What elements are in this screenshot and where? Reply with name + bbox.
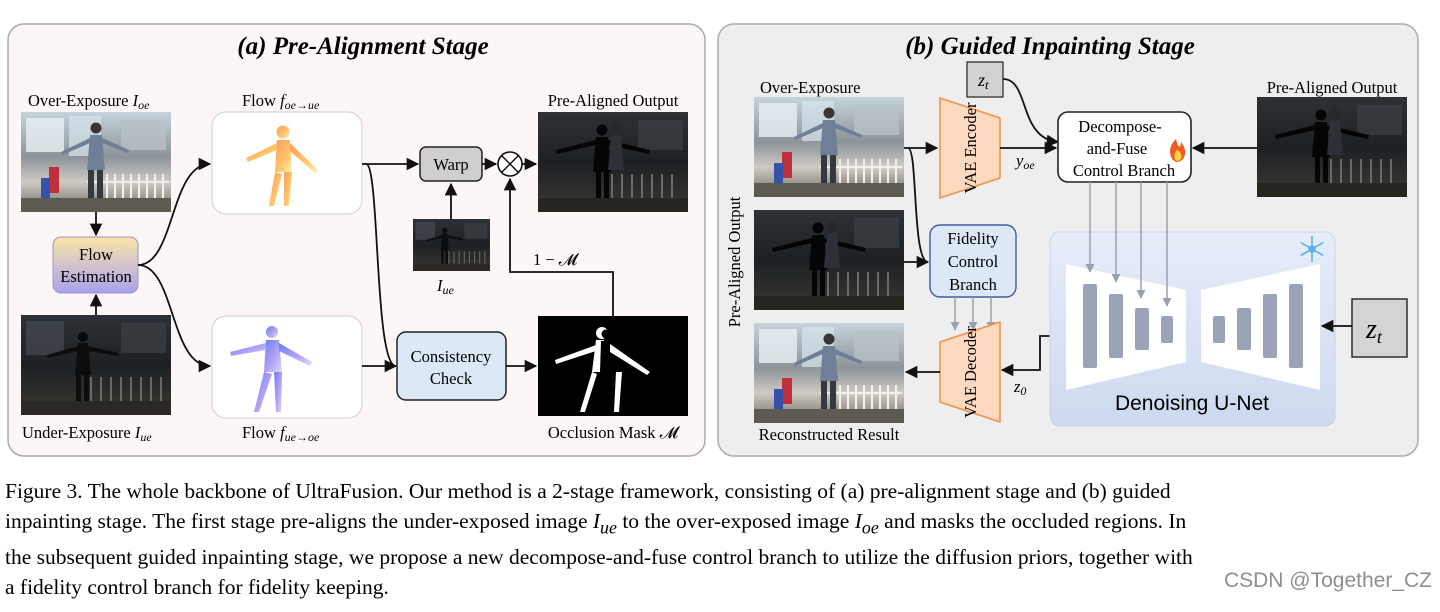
z-t-large-label: zt <box>1365 314 1383 347</box>
i-ue-small-image <box>412 218 491 272</box>
arrow-flow-to-bottom <box>137 264 212 373</box>
watermark: CSDN @Together_CZ <box>1223 569 1432 592</box>
vae-decoder-label: VAE Decoder <box>961 326 980 418</box>
over-exposure-label-a: Over-Exposure Ioe <box>28 91 150 112</box>
warp-label: Warp <box>433 155 468 174</box>
caption-line-2: inpainting stage. The first stage pre-al… <box>5 509 1187 538</box>
arrow-zt-to-decompose <box>1002 78 1060 148</box>
vae-encoder <box>939 96 1001 200</box>
panel-a-background <box>7 23 706 457</box>
occlusion-mask-label: Occlusion Mask 𝓜 <box>548 423 681 442</box>
one-minus-m-label: 1 − 𝓜 <box>533 250 580 269</box>
caption-line-1: Figure 3. The whole backbone of UltraFus… <box>5 479 1171 503</box>
flow-top-label: Flow foe→ue <box>242 91 320 112</box>
vae-decoder <box>939 320 1001 424</box>
pre-aligned-output-label-b: Pre-Aligned Output <box>1267 78 1398 97</box>
snowflake-icon <box>1300 236 1324 262</box>
under-exposure-label-a: Under-Exposure Iue <box>22 423 152 444</box>
pre-aligned-output-vertical-label: Pre-Aligned Output <box>725 196 744 327</box>
z-t-small-label: zt <box>977 70 989 92</box>
z-t-large-box <box>1351 298 1408 358</box>
unet-blocks <box>1083 284 1303 368</box>
decompose-fuse-label-3: Control Branch <box>1073 161 1176 180</box>
flow-top-figure <box>246 125 318 206</box>
multiply-operator <box>497 151 523 177</box>
flow-bottom-figure <box>230 326 312 412</box>
consistency-check-box <box>396 331 507 401</box>
flow-estimation-label-2: Estimation <box>60 267 132 286</box>
flow-estimation-label-1: Flow <box>79 245 113 264</box>
decompose-fuse-box <box>1057 111 1192 183</box>
caption-line-3: the subsequent guided inpainting stage, … <box>5 545 1193 570</box>
fidelity-label-3: Branch <box>949 275 997 294</box>
flow-bottom-map <box>211 315 363 419</box>
arrow-oe-to-fidelity <box>907 147 930 269</box>
over-exposure-image-b <box>752 95 906 199</box>
decompose-fuse-label-2: and-Fuse <box>1087 139 1148 158</box>
arrow-flow-to-top <box>137 157 212 266</box>
z-zero-label: z0 <box>1013 377 1026 398</box>
panel-a-title: (a) Pre-Alignment Stage <box>237 33 488 60</box>
i-ue-small-label: Iue <box>436 276 455 297</box>
pre-aligned-output-label-a: Pre-Aligned Output <box>548 91 679 110</box>
over-exposure-image-a <box>19 110 173 214</box>
reconstructed-result-label: Reconstructed Result <box>759 425 900 444</box>
fidelity-label-2: Control <box>948 252 999 271</box>
denoising-unet-label: Denoising U-Net <box>1115 392 1269 415</box>
arrow-mask-to-multiply <box>503 177 614 316</box>
caption-line-4: a fidelity control branch for fidelity k… <box>5 575 389 600</box>
occlusion-mask-image <box>538 316 688 416</box>
arrow-unet-to-decoder <box>1000 335 1050 377</box>
panel-b-title: (b) Guided Inpainting Stage <box>905 33 1195 60</box>
fire-icon <box>1170 139 1186 162</box>
figure-caption: Figure 3. The whole backbone of UltraFus… <box>5 476 1430 602</box>
decompose-to-unet-arrows <box>1085 182 1172 307</box>
flow-bottom-label: Flow fue→oe <box>242 423 320 444</box>
under-exposure-image-a <box>20 314 172 416</box>
over-exposure-label-b: Over-Exposure <box>760 78 860 97</box>
pre-aligned-output-image-a <box>537 111 689 213</box>
y-oe-label: yoe <box>1014 151 1035 172</box>
fidelity-label-1: Fidelity <box>947 229 999 248</box>
pre-aligned-output-image-b-right <box>1256 96 1408 198</box>
backbone-diagram: (a) Pre-Alignment Stage Over-Exposure Io… <box>7 23 1419 457</box>
consistency-check-label-2: Check <box>430 369 473 388</box>
consistency-check-label-1: Consistency <box>411 347 492 366</box>
decompose-fuse-label-1: Decompose- <box>1078 117 1161 136</box>
vae-encoder-label: VAE Encoder <box>961 102 980 193</box>
reconstructed-result-image <box>752 321 906 425</box>
arrow-flow-top-to-consistency <box>365 163 398 373</box>
pre-aligned-image-b <box>753 209 905 311</box>
